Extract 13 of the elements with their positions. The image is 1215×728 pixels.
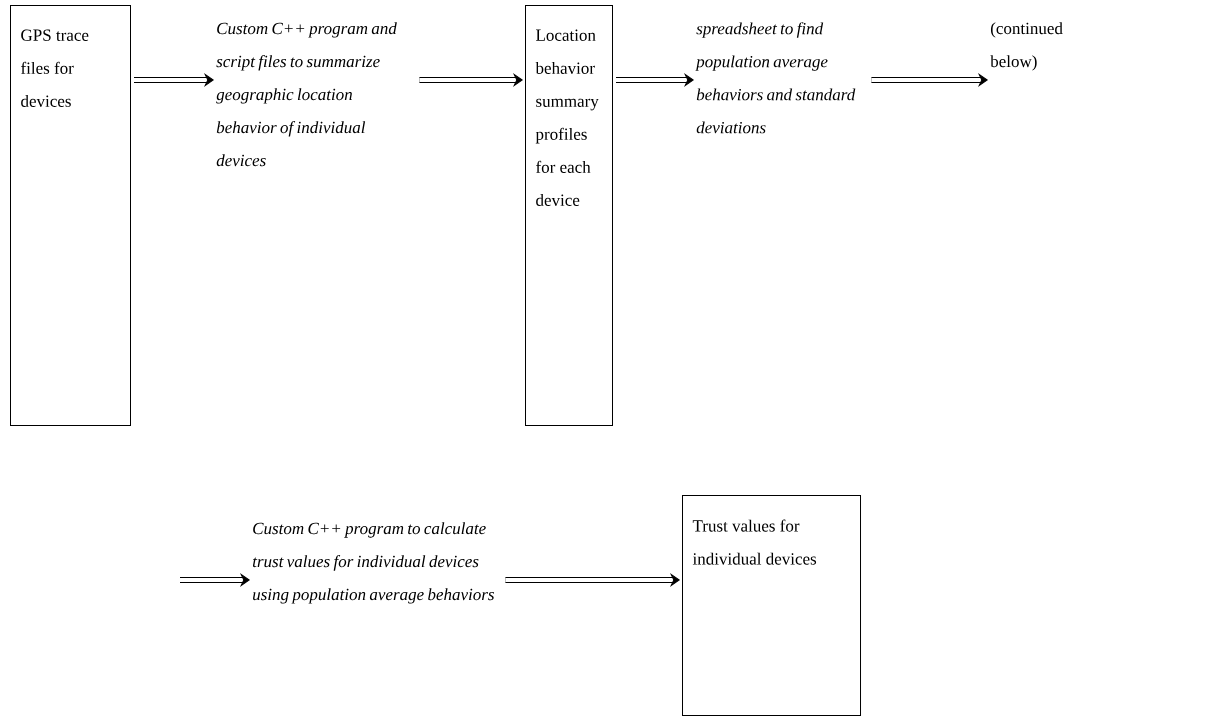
arrow xyxy=(505,573,680,587)
step-text: Custom C++ program and script files to summarize geographic location behavior of individual devices xyxy=(216,22,397,167)
process-box: Trust values for individual devices xyxy=(682,495,861,716)
arrow xyxy=(616,73,694,87)
process-box: GPS trace files for devices xyxy=(10,5,131,426)
arrow xyxy=(871,73,988,87)
process-box: Location behavior summary profiles for each device xyxy=(525,5,613,426)
arrow xyxy=(180,573,250,587)
step-text: Custom C++ program to calculate trust values for individual devices using population average behaviors xyxy=(252,522,494,604)
step-text: spreadsheet to find population average behaviors and standard deviations xyxy=(695,22,856,134)
note-text: (continued below) xyxy=(990,22,1063,71)
arrow xyxy=(134,73,214,87)
arrow xyxy=(419,73,523,87)
